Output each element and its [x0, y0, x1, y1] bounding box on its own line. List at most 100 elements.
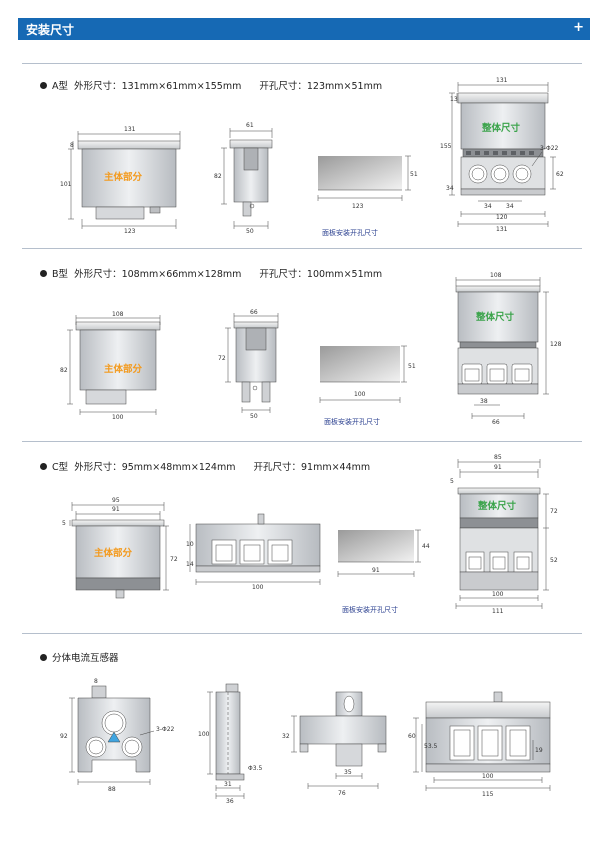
a-full-dim-62: 62	[556, 171, 564, 178]
a-dim-101: 101	[60, 181, 72, 188]
spec-line-b: B型 外形尺寸：108mm×66mm×128mm 开孔尺寸：100mm×51mm	[40, 266, 382, 280]
ct-dim-36: 36	[226, 798, 234, 805]
c-full-dim-72: 72	[550, 508, 558, 515]
ct-dim-100w: 100	[482, 773, 494, 780]
ct-title: 分体电流互感器	[52, 653, 119, 664]
b-dim-108: 108	[112, 311, 124, 318]
c-cut-dim-44: 44	[422, 543, 430, 550]
c-whole-size-label: 整体尺寸	[477, 500, 517, 512]
c-dim-95: 95	[112, 497, 120, 504]
a-full-dim-hole: 3-Φ22	[540, 145, 559, 152]
b-full-dim-128: 128	[550, 341, 562, 348]
cut-size-b: 100mm×51mm	[306, 269, 383, 280]
a-main-body-label: 主体部分	[104, 171, 143, 183]
divider-ab	[22, 248, 582, 249]
ct-dim-31: 31	[224, 781, 232, 788]
c-panel-cut-caption: 面板安装开孔尺寸	[342, 605, 398, 614]
a-dim-8: 8	[70, 142, 74, 149]
c-full-dim-5: 5	[450, 478, 454, 485]
c-main-body-label: 主体部分	[94, 547, 133, 559]
b-full-dim-108: 108	[490, 272, 502, 279]
model-name-b: B型	[52, 269, 69, 280]
c-full-view	[455, 459, 549, 609]
b-dim-50: 50	[250, 413, 258, 420]
outline-label-b: 外形尺寸：	[74, 269, 122, 280]
cut-size-a: 123mm×51mm	[306, 81, 383, 92]
a-full-dim-34a: 34	[446, 185, 454, 192]
b-full-dim-38: 38	[480, 398, 488, 405]
c-full-dim-91: 91	[494, 464, 502, 471]
a-dim-123: 123	[124, 228, 136, 235]
ct-dim-hole: 3-Φ22	[156, 726, 175, 733]
b-front-view	[67, 315, 161, 415]
ct-dim-115: 115	[482, 791, 494, 798]
outline-label-a: 外形尺寸：	[74, 81, 122, 92]
section-header: 安装尺寸 +	[18, 18, 590, 40]
bullet-icon	[40, 82, 47, 89]
outline-label-c: 外形尺寸：	[74, 462, 122, 473]
cut-size-c: 91mm×44mm	[300, 462, 371, 473]
spec-line-ct: 分体电流互感器	[40, 650, 119, 664]
a-full-dim-13: 13	[450, 96, 458, 103]
ct-dim-35: 35	[344, 769, 352, 776]
ct-dim-100: 100	[198, 731, 210, 738]
b-full-view	[455, 277, 549, 419]
c-dim-72: 72	[170, 556, 178, 563]
ct-top-view	[291, 691, 387, 789]
b-panel-cutout	[319, 345, 407, 403]
b-dim-82: 82	[60, 367, 68, 374]
cut-label-c: 开孔尺寸：	[253, 462, 301, 473]
a-dim-61: 61	[246, 122, 254, 129]
a-panel-cutout	[317, 155, 411, 201]
a-dim-50: 50	[246, 228, 254, 235]
b-dim-72: 72	[218, 355, 226, 362]
c-full-dim-85: 85	[494, 454, 502, 461]
c-full-dim-100: 100	[492, 591, 504, 598]
a-full-dim-131b: 131	[496, 226, 508, 233]
expand-plus-icon[interactable]: +	[573, 20, 584, 35]
b-cut-dim-51: 51	[408, 363, 416, 370]
a-whole-size-label: 整体尺寸	[481, 122, 521, 134]
ct-front-view	[69, 685, 155, 785]
bullet-icon	[40, 654, 47, 661]
divider-c-ct	[22, 633, 582, 634]
a-cut-dim-123: 123	[352, 203, 364, 210]
c-side-dim-100: 100	[252, 584, 264, 591]
b-cut-dim-100: 100	[354, 391, 366, 398]
a-full-dim-131: 131	[496, 77, 508, 84]
c-side-view	[189, 513, 321, 585]
a-full-view	[449, 82, 556, 227]
ct-side-view	[207, 683, 245, 799]
b-panel-cut-caption: 面板安装开孔尺寸	[324, 417, 380, 426]
c-cut-dim-91: 91	[372, 567, 380, 574]
c-dim-5: 5	[62, 520, 66, 527]
cut-label-a: 开孔尺寸：	[259, 81, 307, 92]
bullet-icon	[40, 270, 47, 277]
c-side-dim-14: 14	[186, 561, 194, 568]
ct-dim-phi35: Φ3.5	[248, 765, 262, 772]
a-cut-dim-51: 51	[410, 171, 418, 178]
ct-dim-76: 76	[338, 790, 346, 797]
ct-dim-53: 53.5	[424, 743, 438, 750]
b-full-dim-66: 66	[492, 419, 500, 426]
ct-dim-8: 8	[94, 678, 98, 685]
cut-label-b: 开孔尺寸：	[259, 269, 307, 280]
ct-dim-32: 32	[282, 733, 290, 740]
c-dim-91: 91	[112, 506, 120, 513]
ct-dim-92: 92	[60, 733, 68, 740]
outline-size-a: 131mm×61mm×155mm	[121, 81, 242, 92]
header-title: 安装尺寸	[26, 23, 75, 37]
a-full-dim-120: 120	[496, 214, 508, 221]
outline-size-b: 108mm×66mm×128mm	[121, 269, 242, 280]
divider-top	[22, 63, 582, 64]
a-panel-cut-caption: 面板安装开孔尺寸	[322, 228, 378, 237]
bullet-icon	[40, 463, 47, 470]
c-full-dim-52: 52	[550, 557, 558, 564]
a-full-dim-155: 155	[440, 143, 452, 150]
a-full-dim-34c: 34	[506, 203, 514, 210]
c-side-dim-10: 10	[186, 541, 194, 548]
a-full-dim-34b: 34	[484, 203, 492, 210]
